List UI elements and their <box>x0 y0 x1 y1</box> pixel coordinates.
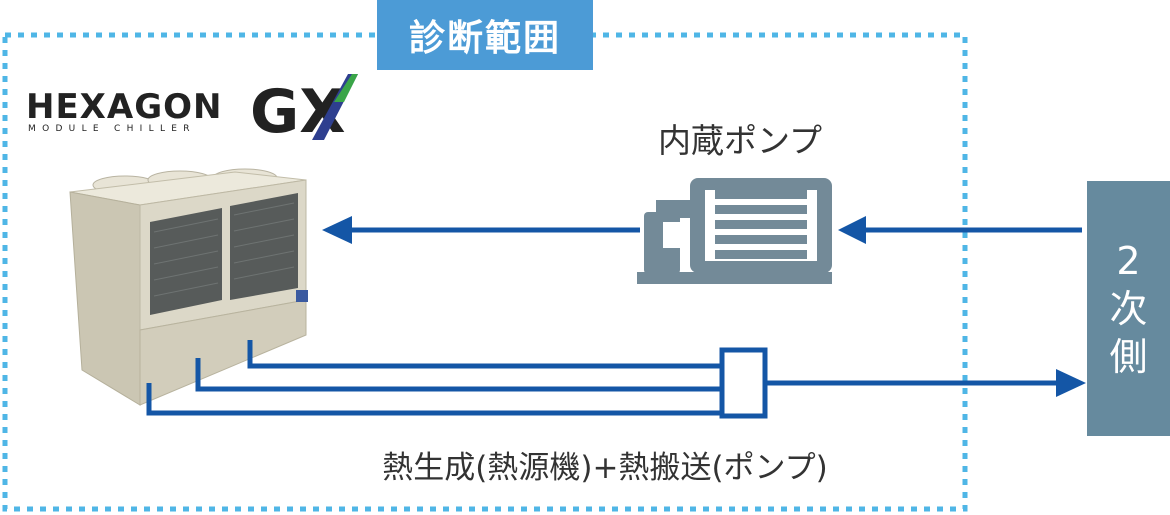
diagnosis-scope-label: 診断範囲 <box>377 0 593 70</box>
builtin-pump-label: 内蔵ポンプ <box>657 121 822 160</box>
diagnosis-scope-border <box>2 32 968 512</box>
flow-arrow-icon <box>838 216 866 244</box>
product-logo: HEXAGON MODULE CHILLER GX <box>26 72 366 144</box>
logo-gx-mark: GX <box>250 74 358 144</box>
secondary-char: 2 <box>1116 238 1141 283</box>
flow-arrow-icon <box>322 216 352 244</box>
header-box <box>719 347 768 419</box>
process-caption: 熱生成(熱源機)+熱搬送(ポンプ) <box>382 450 828 486</box>
pump-icon <box>637 178 832 284</box>
chiller-unit-image <box>69 168 308 406</box>
secondary-char: 側 <box>1109 334 1148 379</box>
logo-main-text: HEXAGON <box>26 87 223 127</box>
flow-arrow-icon <box>1056 369 1086 397</box>
flow-lines <box>146 227 1082 416</box>
logo-sub-text: MODULE CHILLER <box>28 124 196 134</box>
secondary-char: 次 <box>1109 286 1148 331</box>
secondary-side-box: 2 次 側 <box>1087 181 1170 436</box>
